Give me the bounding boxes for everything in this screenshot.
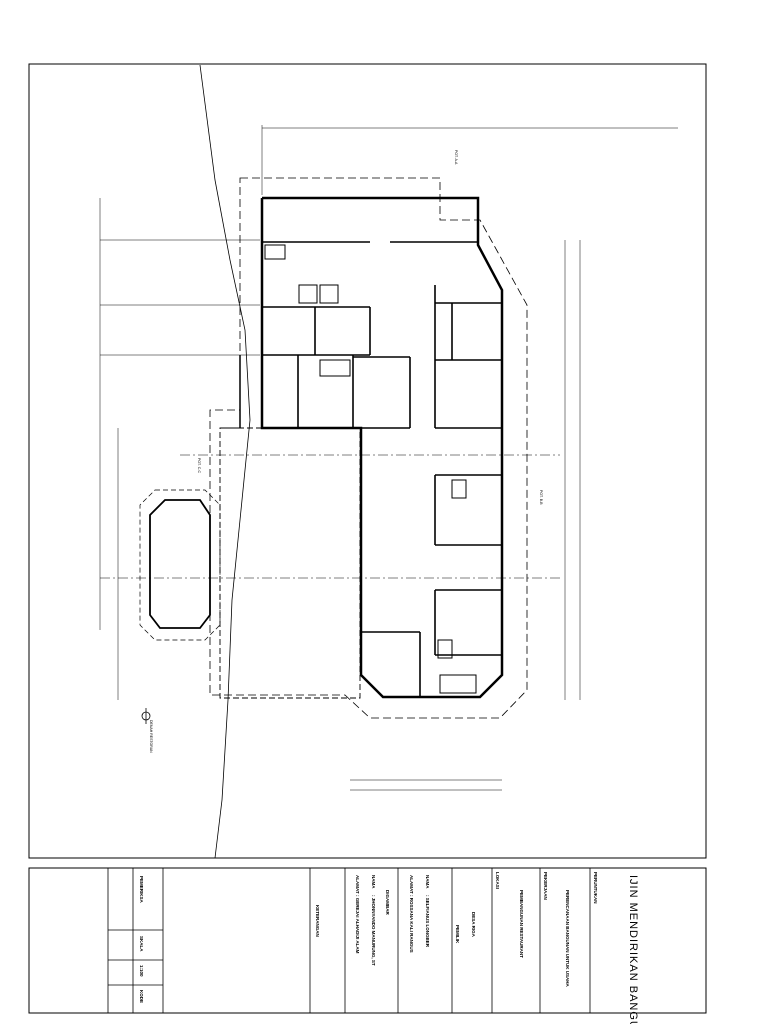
pemilik-alamat-label: ALAMAT — [409, 875, 414, 894]
pemilik-label: PEMILIK — [455, 925, 460, 944]
digambar-nama-label: NAMA — [371, 875, 376, 889]
keterangan-label: KETERANGAN — [315, 905, 320, 937]
drawing-frame — [28, 63, 707, 859]
title-block-grid — [107, 868, 591, 1013]
digambar-alamat-value: : GEREJAI ALHADIJI ALAM — [355, 895, 360, 954]
title-block-frame — [28, 867, 707, 1014]
dimension-lines — [99, 125, 678, 791]
pemilik-nama-value: : SELFIANUS LONGBER — [425, 895, 430, 948]
section-b-label: POT. B-B — [539, 490, 543, 505]
pemilik-nama-label: NAMA — [425, 875, 430, 889]
pemeriksa-label: PEMERIKSA — [139, 876, 144, 904]
skala-value: 1:100 — [139, 965, 144, 977]
pemilik-alamat-value: : ROSSANA KALI RANGUS — [409, 895, 414, 953]
lokasi-value: DESA RIGA — [471, 912, 476, 938]
pekerjaan-label: PEKERJAAN — [543, 872, 548, 900]
dining-hall — [219, 355, 361, 699]
roof-outline — [209, 177, 528, 719]
plan-title: DENAH RESTORAN — [149, 720, 153, 753]
outer-wall — [260, 196, 504, 699]
peruntukan-value: PERENCANAAN BANGUNAN UNTUK USAHA — [565, 890, 570, 988]
lokasi-label: LOKASI — [495, 872, 500, 889]
digambar-alamat-label: ALAMAT — [355, 875, 360, 894]
skala-label: SKALA — [139, 936, 144, 952]
site-boundary-line — [199, 64, 251, 859]
pond — [139, 489, 221, 641]
section-c-label: POT. C-C — [197, 458, 201, 473]
digambar-label: DIGAMBAR — [385, 890, 390, 915]
pekerjaan-value: PEMBANGUNAN RESTAURANT — [519, 890, 524, 958]
floor-plan — [260, 196, 504, 699]
peruntukan-label: PERUNTUKAN — [593, 872, 598, 904]
section-a-label: POT. A-A — [454, 150, 458, 165]
main-title: IJIN MENDIRIKAN BANGUNAN — [627, 875, 639, 1024]
kode-label: KODE — [139, 990, 144, 1003]
digambar-nama-value: : JHONNYANDO MANURUNG, ST — [371, 895, 376, 966]
north-arrow-icon — [141, 708, 151, 724]
